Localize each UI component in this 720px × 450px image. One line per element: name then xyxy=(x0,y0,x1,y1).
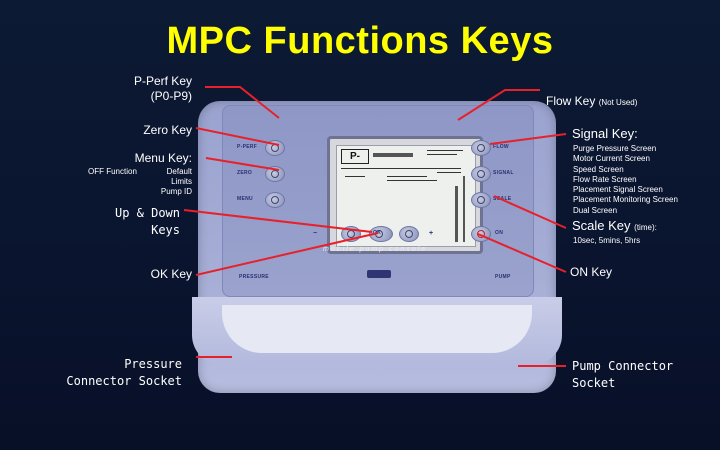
updown-line2: Keys xyxy=(151,223,180,237)
pperf-range-text: (P0-P9) xyxy=(150,89,192,103)
signal-screen-item: Placement Signal Screen xyxy=(573,185,663,195)
signal-screens-list: Purge Pressure Screen Motor Current Scre… xyxy=(573,144,678,216)
pressure-port-caption: PRESSURE xyxy=(239,274,269,280)
signal-screen-item: Flow Rate Screen xyxy=(573,174,637,184)
signal-screen-item: Purge Pressure Screen xyxy=(573,144,657,153)
flow-key-text: Flow Key xyxy=(546,94,596,108)
control-panel: P- P-PERF ZERO MENU FLOW SIGNAL xyxy=(222,105,534,297)
ok-key-label: OK Key xyxy=(150,267,192,281)
flow-leader xyxy=(457,89,540,121)
updown-line1: Up & Down xyxy=(114,206,180,220)
menu-button-icon xyxy=(271,196,279,204)
screen-bar xyxy=(373,153,413,157)
screen-line xyxy=(427,154,457,155)
menu-key-caption: MENU xyxy=(237,196,253,202)
pump-line1: Pump Connector xyxy=(572,359,674,373)
signal-screen-item: Motor Current Screen xyxy=(573,154,650,164)
screen-line xyxy=(437,172,461,173)
screen-tag: P- xyxy=(341,149,369,164)
menu-off-function: OFF Function xyxy=(88,167,137,176)
scale-key-text: Scale Key xyxy=(572,218,631,233)
on-key-label: ON Key xyxy=(570,265,613,279)
zero-button[interactable] xyxy=(265,166,285,182)
pperf-leader xyxy=(205,86,280,119)
scale-key-label: Scale Key (time): xyxy=(572,218,657,233)
menu-leader xyxy=(205,157,280,171)
on-leader xyxy=(477,233,567,273)
pressure-socket-label: Pressure Connector Socket xyxy=(50,356,182,390)
screen-line xyxy=(345,176,365,177)
signal-key-label: Signal Key: xyxy=(572,126,638,141)
screen-gauge xyxy=(463,176,465,242)
updown-leader xyxy=(183,209,373,233)
on-key-caption: ON xyxy=(495,230,504,236)
scale-values: 10sec, 5mins, 5hrs xyxy=(573,236,641,245)
ok-leader xyxy=(195,232,379,276)
screen-line xyxy=(427,150,463,151)
scale-button-icon xyxy=(477,196,485,204)
pperf-key-text: P-Perf Key xyxy=(133,74,192,88)
up-key-caption: + xyxy=(429,230,434,237)
signal-screen-item: Dual Screen xyxy=(573,205,618,215)
scale-key-note: (time): xyxy=(634,223,657,232)
screen-line xyxy=(387,176,427,177)
scale-leader xyxy=(493,195,567,229)
flow-button-icon xyxy=(477,144,485,152)
pperf-key-caption: P-PERF xyxy=(237,144,258,150)
menu-option-limits: Limits xyxy=(171,177,192,186)
signal-screen-item: Speed Screen xyxy=(573,164,624,174)
pressure-line2: Connector Socket xyxy=(66,374,182,388)
up-button[interactable] xyxy=(399,226,419,242)
signal-screen-item: Placement Monitoring Screen xyxy=(573,195,678,205)
power-icon xyxy=(477,230,485,238)
signal-button-icon xyxy=(477,170,485,178)
flow-key-label: Flow Key (Not Used) xyxy=(546,94,637,108)
zero-leader xyxy=(195,127,280,146)
scale-button[interactable] xyxy=(471,192,491,208)
page-title: MPC Functions Keys xyxy=(166,20,554,62)
signal-button[interactable] xyxy=(471,166,491,182)
pperf-key-label: P-Perf Key (P0-P9) xyxy=(122,74,192,104)
pressure-line1: Pressure xyxy=(124,357,182,371)
flow-key-caption: FLOW xyxy=(493,144,509,150)
updown-keys-label: Up & Down Keys xyxy=(98,205,180,239)
menu-button[interactable] xyxy=(265,192,285,208)
screen-line xyxy=(341,168,461,169)
screen-line xyxy=(387,180,437,181)
pump-line2: Socket xyxy=(572,376,616,390)
console-brand-text: mobile pump console xyxy=(323,246,428,253)
screen-gauge xyxy=(455,186,458,242)
mobile-pump-console: P- P-PERF ZERO MENU FLOW SIGNAL xyxy=(192,97,562,393)
menu-options: Default Limits Pump ID xyxy=(158,167,192,197)
zero-button-icon xyxy=(271,170,279,178)
zero-key-caption: ZERO xyxy=(237,170,253,176)
zero-key-label: Zero Key xyxy=(143,123,192,137)
signal-leader xyxy=(489,133,567,145)
signal-key-caption: SIGNAL xyxy=(493,170,514,176)
menu-option-default: Default xyxy=(166,167,192,176)
pump-port-caption: PUMP xyxy=(495,274,511,280)
flow-key-note: (Not Used) xyxy=(598,98,638,107)
flow-button[interactable] xyxy=(471,140,491,156)
console-base-inner xyxy=(222,305,532,353)
brand-logo xyxy=(367,270,391,278)
pump-socket-label: Pump Connector Socket xyxy=(572,358,673,392)
up-button-icon xyxy=(405,230,413,238)
down-key-caption: − xyxy=(313,230,318,237)
menu-option-pump-id: Pump ID xyxy=(160,187,192,196)
menu-key-label: Menu Key: xyxy=(134,151,192,165)
